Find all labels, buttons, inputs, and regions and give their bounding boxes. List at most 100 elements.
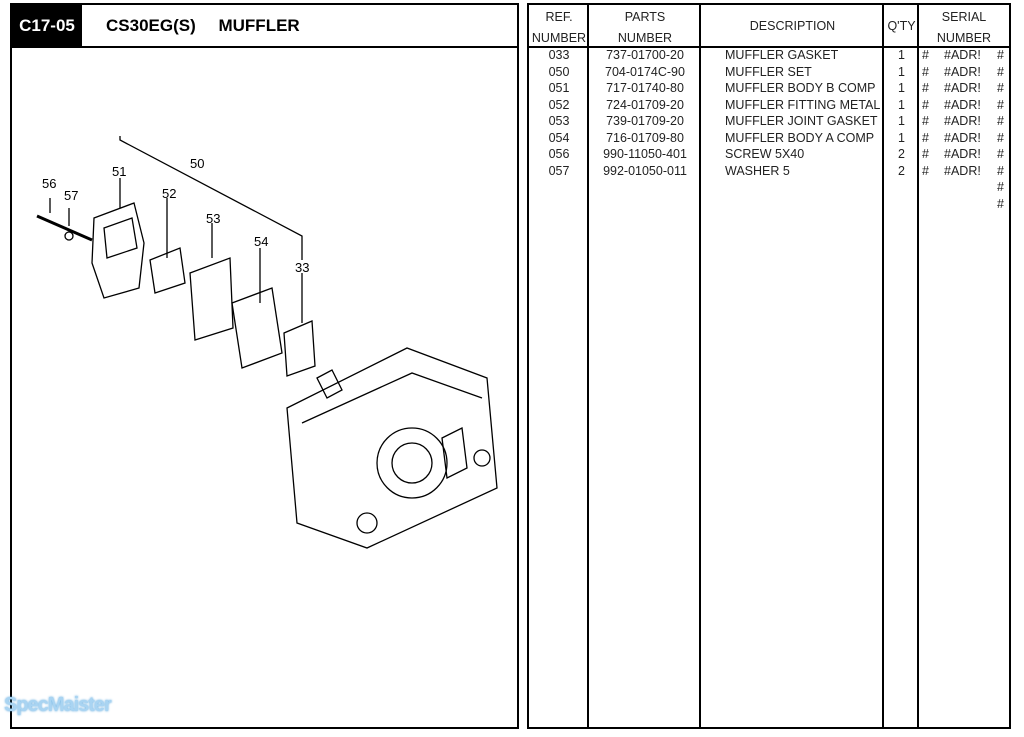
- callout-51: 51: [112, 164, 126, 179]
- table-row: 051 717-01740-80 MUFFLER BODY B COMP 1 # #ADR…: [529, 80, 1009, 97]
- table-row-overflow: #: [529, 179, 1009, 196]
- page-header: C17-05 CS30EG(S) MUFFLER: [12, 5, 517, 48]
- cell-qty: 1: [898, 114, 905, 128]
- cell-part: 992-01050-011: [603, 163, 687, 178]
- exploded-parts-diagram: 50 51 52 53 54 33 56 57: [36, 136, 498, 549]
- cell-qty: 2: [898, 147, 905, 161]
- cell-qty: 1: [898, 64, 905, 79]
- section-code: C17-05: [12, 5, 82, 46]
- cell-s1: #: [922, 48, 929, 62]
- cell-s2: #ADR!: [944, 163, 981, 178]
- cell-desc: SCREW 5X40: [725, 147, 805, 161]
- cell-qty: 2: [898, 163, 905, 178]
- cell-ref: 051: [548, 81, 570, 95]
- muffler-body-a: [231, 287, 283, 369]
- cell-ref: 050: [548, 64, 570, 79]
- page-title: CS30EG(S) MUFFLER: [106, 5, 300, 46]
- cell-part: 704-0174C-90: [605, 64, 685, 79]
- cell-qty: 1: [898, 97, 905, 112]
- cell-desc: WASHER 5: [725, 163, 790, 178]
- cell-part: 990-11050-401: [603, 147, 687, 161]
- cell-s1: #: [922, 130, 929, 145]
- cell-overflow: #: [997, 196, 1004, 211]
- cell-desc: MUFFLER SET: [725, 64, 812, 79]
- cell-part: 717-01740-80: [606, 81, 684, 95]
- cell-part: 724-01709-20: [606, 97, 684, 112]
- cell-s2: #ADR!: [944, 81, 981, 95]
- cell-qty: 1: [898, 48, 905, 62]
- cell-overflow: #: [997, 180, 1004, 194]
- callout-50: 50: [190, 156, 204, 171]
- cell-ref: 053: [548, 114, 570, 128]
- watermark-logo: SpecMaister: [4, 694, 112, 716]
- callout-54: 54: [254, 234, 268, 249]
- cell-ref: 033: [548, 48, 570, 62]
- cell-s2: #ADR!: [944, 48, 981, 62]
- cell-s1: #: [922, 147, 929, 161]
- table-row: 056 990-11050-401 SCREW 5X40 2 # #ADR! #: [529, 146, 1009, 163]
- table-row-overflow: #: [529, 196, 1009, 213]
- cell-ref: 057: [548, 163, 570, 178]
- cell-desc: MUFFLER BODY B COMP: [725, 81, 876, 95]
- table-row: 052 724-01709-20 MUFFLER FITTING METAL 1 # #A…: [529, 97, 1009, 114]
- cell-s3: #: [997, 81, 1004, 95]
- cell-s1: #: [922, 163, 929, 178]
- cell-ref: 056: [548, 147, 570, 161]
- cell-ref: 052: [548, 97, 570, 112]
- header-ref: REF.: [545, 10, 573, 24]
- cell-desc: MUFFLER JOINT GASKET: [725, 114, 878, 128]
- cell-s3: #: [997, 147, 1004, 161]
- cell-desc: MUFFLER BODY A COMP: [725, 130, 875, 145]
- section-name: MUFFLER: [218, 16, 300, 35]
- muffler-fitting: [149, 247, 186, 294]
- engine-crankcase: [286, 347, 498, 549]
- washer-57: [64, 231, 74, 241]
- table-row: 054 716-01709-80 MUFFLER BODY A COMP 1 # #ADR…: [529, 130, 1009, 147]
- header-parts-2: NUMBER: [617, 31, 673, 45]
- table-row: 033 737-01700-20 MUFFLER GASKET 1 # #ADR! #: [529, 47, 1009, 64]
- model-name: CS30EG(S): [106, 16, 196, 35]
- muffler-gasket: [283, 320, 316, 377]
- table-row: 057 992-01050-011 WASHER 5 2 # #ADR! #: [529, 163, 1009, 180]
- callout-33: 33: [295, 260, 309, 275]
- table-row: 053 739-01709-20 MUFFLER JOINT GASKET 1 # #AD…: [529, 113, 1009, 130]
- callout-56: 56: [42, 176, 56, 191]
- header-serial-2: NUMBER: [936, 31, 992, 45]
- cell-desc: MUFFLER GASKET: [725, 48, 839, 62]
- diagram-panel: C17-05 CS30EG(S) MUFFLER 50 51 52 53 5: [10, 3, 519, 729]
- callout-57: 57: [64, 188, 78, 203]
- cell-s2: #ADR!: [944, 114, 981, 128]
- cell-qty: 1: [898, 130, 905, 145]
- cell-ref: 054: [548, 130, 570, 145]
- header-serial: SERIAL: [941, 10, 987, 24]
- screw-56: [36, 214, 93, 242]
- cell-s2: #ADR!: [944, 147, 981, 161]
- callout-52: 52: [162, 186, 176, 201]
- cell-s1: #: [922, 81, 929, 95]
- cell-s1: #: [922, 97, 929, 112]
- cell-s1: #: [922, 64, 929, 79]
- callout-53: 53: [206, 211, 220, 226]
- cell-part: 739-01709-20: [606, 114, 684, 128]
- cell-s3: #: [997, 114, 1004, 128]
- cell-part: 737-01700-20: [606, 48, 684, 62]
- cell-part: 716-01709-80: [606, 130, 684, 145]
- table-row: 050 704-0174C-90 MUFFLER SET 1 # #ADR! #: [529, 64, 1009, 81]
- cell-s3: #: [997, 48, 1004, 62]
- cell-desc: MUFFLER FITTING METAL: [725, 97, 881, 112]
- cell-s2: #ADR!: [944, 130, 981, 145]
- joint-gasket: [189, 257, 234, 341]
- header-ref-2: NUMBER: [531, 31, 587, 45]
- cell-s3: #: [997, 64, 1004, 79]
- header-qty: Q'TY: [887, 19, 916, 33]
- muffler-body-b: [91, 202, 145, 299]
- cell-s2: #ADR!: [944, 97, 981, 112]
- cell-s3: #: [997, 163, 1004, 178]
- cell-qty: 1: [898, 81, 905, 95]
- cell-s2: #ADR!: [944, 64, 981, 79]
- header-description: DESCRIPTION: [749, 19, 836, 33]
- cell-s1: #: [922, 114, 929, 128]
- cell-s3: #: [997, 130, 1004, 145]
- cell-s3: #: [997, 97, 1004, 112]
- header-parts: PARTS: [624, 10, 666, 24]
